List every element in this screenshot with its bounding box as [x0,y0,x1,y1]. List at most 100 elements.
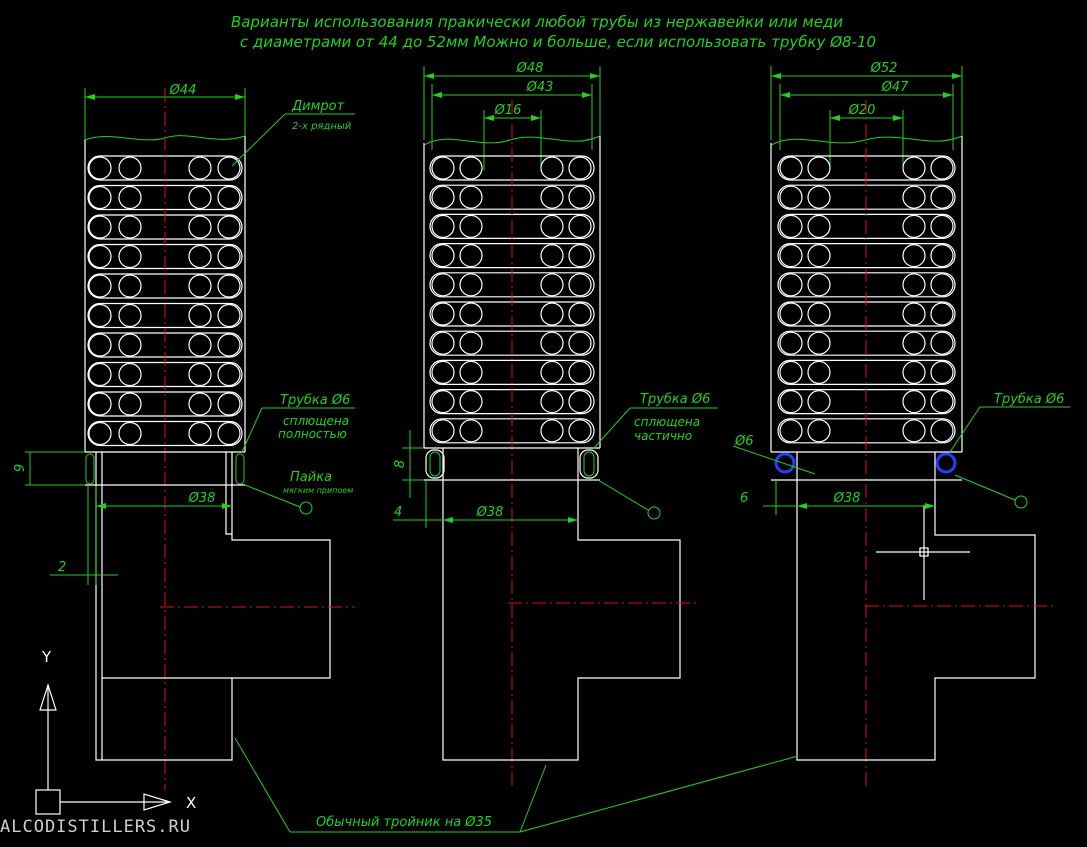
ucs-y-label: Y [41,648,52,666]
coil-tube-section [217,185,241,210]
coil-tube-section [807,390,831,414]
coil-tube-section [779,302,803,326]
v1-solder-sub: мягким припоем [283,486,353,495]
coil-tube-section [88,156,112,180]
coil-tube-section [930,331,954,355]
coil-tube-section [118,274,142,298]
coil-tube-section [188,156,212,180]
v1-tube-state2: полностью [278,427,347,441]
v3-inner-dim: Ø20 [848,103,876,118]
v2-tube-state2: частично [634,429,692,443]
coil-tube-section [540,214,564,238]
v2-tee-dim: Ø38 [476,505,504,520]
coil-tube-section [188,333,212,357]
coil-tube-section [779,390,803,414]
coil-tube-section [568,244,592,268]
v3-tube-label: Трубка Ø6 [994,392,1064,407]
coil-tube-section [540,273,564,297]
coil-tube-section [568,419,592,443]
coil-tube-section [188,303,212,328]
coil-tube-section [779,244,803,268]
coil-tube-section [930,214,954,238]
coil-tube-section [118,392,142,416]
v2-dim-height: 8 [393,460,408,468]
coil-tube-section [431,214,455,238]
v1-tee-dim: Ø38 [188,491,216,506]
coil-tube-section [779,419,803,443]
v2-mid-dim: Ø43 [526,80,554,95]
coil-tube-section [540,390,564,414]
ucs-x-label: X [186,794,196,812]
coil-tube-section [118,333,142,357]
coil-tube-section [118,185,142,210]
coil-tube-section [217,274,241,298]
title-line-1: Варианты использования пракически любой … [231,13,843,31]
coil-tube-section [779,360,803,384]
coil-tube-section [431,331,455,355]
v2-dim-gap: 4 [394,505,402,520]
coil-tube-section [568,360,592,384]
coil-tube-section [807,156,831,180]
coil-tube-section [431,419,455,443]
v3-tube-dim: Ø6 [734,434,754,449]
watermark: ALCODISTILLERS.RU [0,817,191,837]
coil-tube-section [540,419,564,443]
coil-tube-section [217,303,241,328]
coil-tube-section [807,302,831,326]
coil-tube-section [459,302,483,326]
coil-tube-section [118,215,142,239]
coil-tube-section [459,331,483,355]
coil-tube-section [930,156,954,180]
coil-tube-section [568,185,592,209]
coil-tube-section [902,244,926,268]
coil-tube-section [568,331,592,355]
variant-3: Ø52 Ø47 Ø20 Ø38 6 Ø6 [732,61,1070,790]
variant-2: Ø48 Ø43 Ø16 Ø38 8 4 [393,61,718,790]
coil-turn [429,243,595,269]
coil-tube-section [217,392,241,416]
coil-tube-section [217,421,241,446]
coil-tube-section [807,185,831,209]
coil-tube-section [431,185,455,209]
coil-tube-section [568,156,592,180]
v2-tube-state: сплющена [634,415,700,429]
v1-packing-label: Димрот [291,99,345,114]
v3-tee-dim: Ø38 [833,491,861,506]
coil-tube-section [902,214,926,238]
coil-tube-section [779,156,803,180]
coil-tube-section [930,244,954,268]
v1-tube-label: Трубка Ø6 [280,393,350,408]
coil-tube-section [431,302,455,326]
coil-tube-section [540,156,564,180]
coil-tube-section [807,419,831,443]
coil-tube-section [540,360,564,384]
coil-tube-section [459,214,483,238]
coil-tube-section [568,302,592,326]
coil-tube-section [807,244,831,268]
v1-dim-height: 9 [13,464,28,472]
coil-tube-section [431,156,455,180]
variant-1: Ø44 Ø38 9 2 Ди [13,83,355,790]
v1-solder-label: Пайка [290,470,332,485]
v2-tube-label: Трубка Ø6 [640,392,710,407]
coil-tube-section [118,421,142,446]
coil-tube-section [459,156,483,180]
title-line-2: с диаметрами от 44 до 52мм Можно и больш… [240,33,876,51]
coil-tube-section [431,244,455,268]
coil-tube-section [431,390,455,414]
coil-tube-section [779,273,803,297]
coil-tube-section [188,244,212,269]
coil-tube-section [568,390,592,414]
coil-tube-section [779,185,803,209]
coil-tube-section [88,362,112,387]
v1-outer-dim: Ø44 [169,83,197,98]
coil-tube-section [902,185,926,209]
coil-tube-section [459,273,483,297]
coil-tube-section [118,362,142,387]
coil-turn [777,330,956,356]
coil-tube-section [118,244,142,269]
coil-turn [429,359,595,385]
coil-tube-section [807,214,831,238]
coil-tube-section [88,274,112,298]
